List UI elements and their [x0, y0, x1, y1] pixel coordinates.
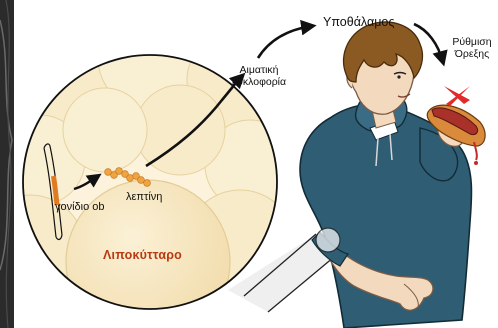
blood-circulation-line2: κυκλοφορία [222, 76, 296, 88]
blood-circulation-line1: Αιματική [222, 64, 296, 76]
leptin-label: λεπτίνη [126, 191, 162, 204]
arrow-icon [258, 26, 312, 58]
fat-cell-label: Λιποκύτταρο [103, 248, 182, 262]
appetite-line2: Όρεξης [440, 48, 498, 60]
blood-circulation-label: Αιματική κυκλοφορία [222, 64, 296, 88]
appetite-line1: Ρύθμιση [440, 36, 498, 48]
gene-label: γονίδιο ob [55, 201, 105, 214]
left-edge-strip [0, 0, 14, 328]
hypothalamus-label: Υποθάλαμος [323, 15, 394, 29]
appetite-regulation-label: Ρύθμιση Όρεξης [440, 36, 498, 60]
person-eating-hotdog-icon [300, 22, 485, 328]
